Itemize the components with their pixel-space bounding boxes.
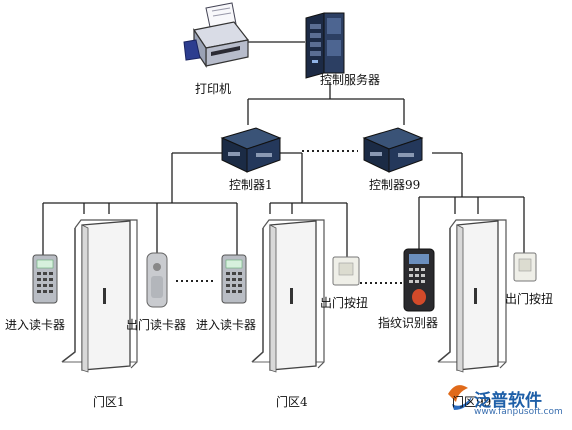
- dotted-links: [176, 150, 403, 284]
- zone-1-label: 门区1: [93, 395, 125, 409]
- exit-button-right-label: 出门按扭: [505, 292, 554, 306]
- fingerprint-reader-icon: [403, 248, 435, 312]
- exit-button-mid-label: 出门按扭: [320, 296, 369, 310]
- fingerprint-label: 指纹识别器: [378, 316, 439, 330]
- watermark-brand: 泛普软件: [474, 391, 542, 411]
- server-label: 控制服务器: [320, 73, 381, 87]
- connection-lines: [42, 41, 525, 257]
- door-zone-1-icon: [61, 219, 138, 373]
- zone-99-label: 门区99: [452, 395, 492, 409]
- card-reader-out-icon: [146, 252, 168, 308]
- controller-99-label: 控制器99: [369, 178, 421, 192]
- controller-99-icon: [362, 127, 424, 173]
- controller-1-label: 控制器1: [229, 178, 273, 192]
- card-reader-in-mid-icon: [221, 254, 247, 304]
- door-zone-99-icon: [437, 219, 507, 373]
- controller-1-icon: [220, 127, 282, 173]
- watermark-url: www.fanpusoft.com: [474, 407, 563, 417]
- door-zone-4-icon: [251, 219, 325, 373]
- exit-button-right-icon: [513, 252, 537, 282]
- brand-logo-icon: [448, 385, 472, 410]
- reader-out-label: 出门读卡器: [126, 318, 187, 332]
- server-icon: [305, 12, 345, 79]
- printer-label: 打印机: [195, 82, 232, 96]
- reader-in-left-label: 进入读卡器: [5, 318, 66, 332]
- card-reader-in-left-icon: [32, 254, 58, 304]
- reader-in-mid-label: 进入读卡器: [196, 318, 257, 332]
- zone-4-label: 门区4: [276, 395, 308, 409]
- exit-button-mid-icon: [332, 256, 360, 286]
- printer-icon: [183, 2, 250, 68]
